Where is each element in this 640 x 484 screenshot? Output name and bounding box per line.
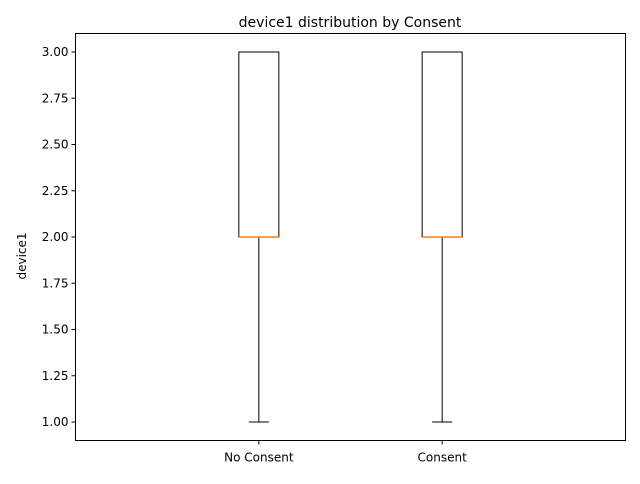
y-tick-label: 1.25 bbox=[42, 369, 69, 383]
y-tick-label: 2.00 bbox=[42, 230, 69, 244]
x-axis-ticks: No Consent Consent bbox=[224, 440, 468, 465]
y-tick-label: 1.75 bbox=[42, 276, 69, 290]
y-tick-label: 2.75 bbox=[42, 91, 69, 105]
y-tick-label: 2.50 bbox=[42, 138, 69, 152]
box-no-consent bbox=[238, 51, 280, 423]
iqr-box bbox=[238, 51, 280, 238]
box-series bbox=[238, 51, 463, 423]
box-consent bbox=[421, 51, 463, 423]
iqr-box bbox=[421, 51, 463, 238]
y-axis-ticks: 1.00 1.25 1.50 1.75 2.00 2.25 2.50 2.75 3.00 bbox=[42, 45, 76, 429]
chart-title: device1 distribution by Consent bbox=[239, 15, 462, 31]
y-tick-label: 2.25 bbox=[42, 184, 69, 198]
x-tick-label: No Consent bbox=[224, 451, 294, 465]
y-tick-label: 1.50 bbox=[42, 323, 69, 337]
x-tick-label: Consent bbox=[418, 451, 468, 465]
plot-frame bbox=[75, 33, 626, 441]
y-tick-label: 1.00 bbox=[42, 415, 69, 429]
y-axis-label: device1 bbox=[15, 232, 29, 279]
y-tick-label: 3.00 bbox=[42, 45, 69, 59]
